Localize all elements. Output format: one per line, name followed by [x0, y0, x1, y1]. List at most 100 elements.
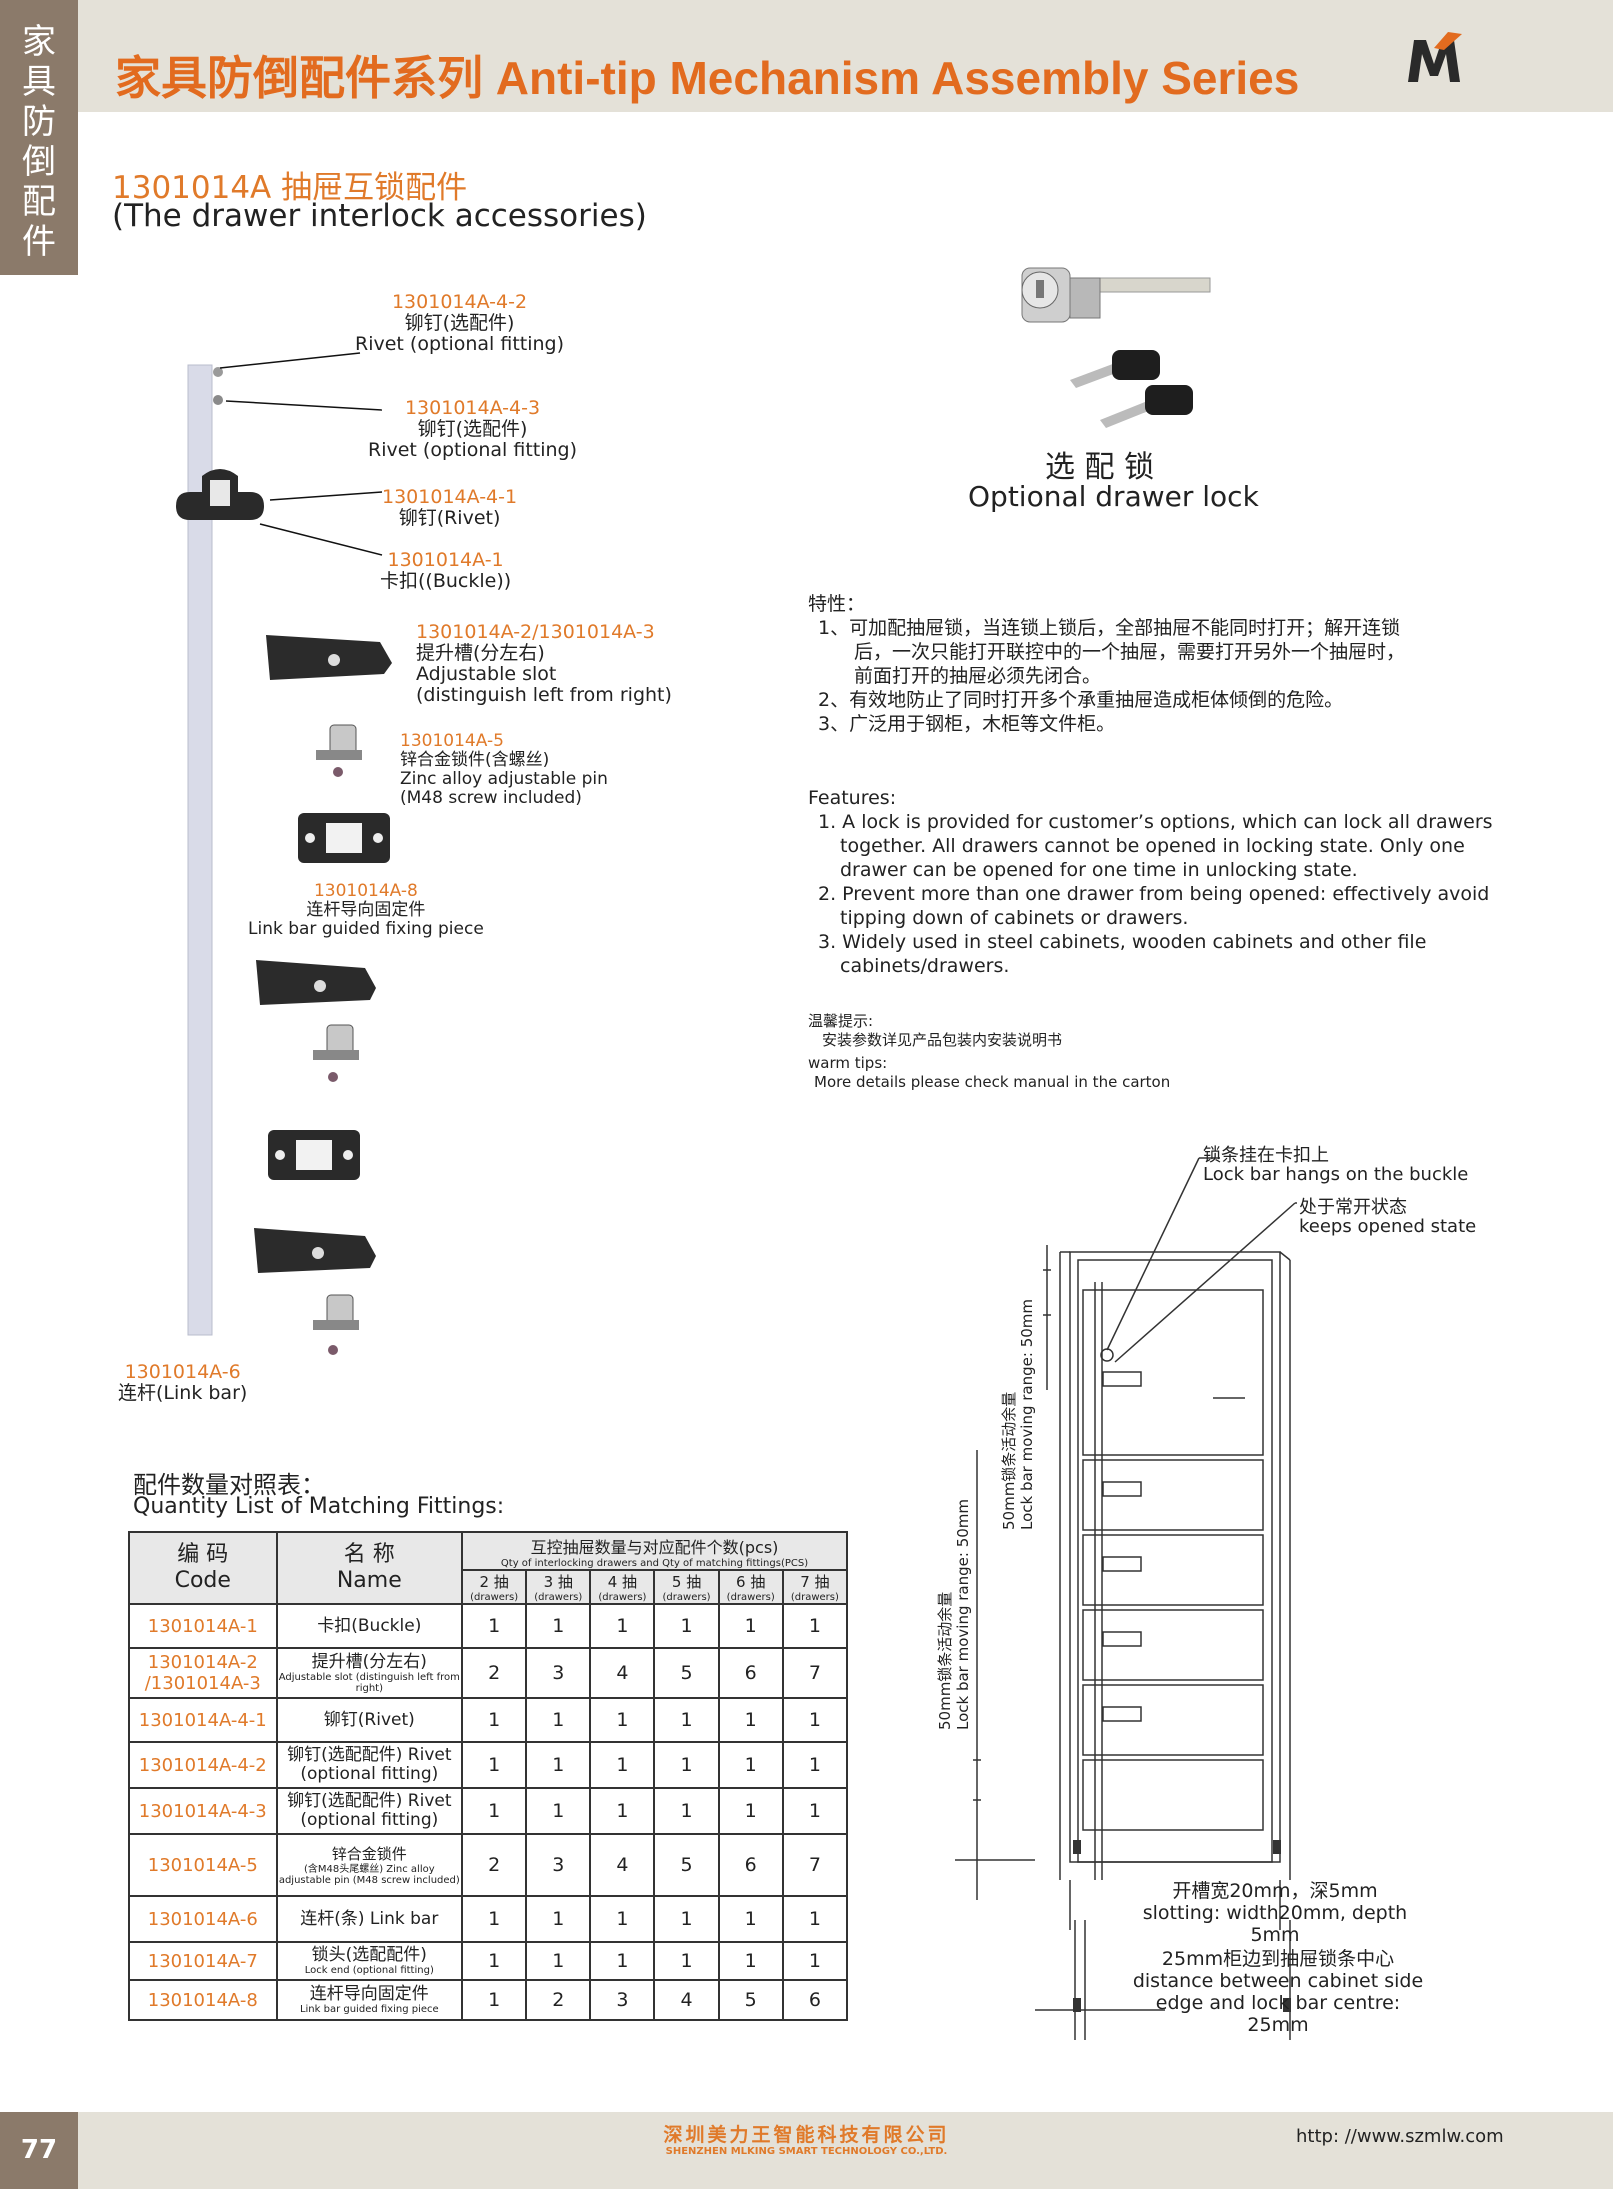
- side-tab-char: 件: [22, 222, 56, 262]
- cell-code: 1301014A-4-3: [128, 1787, 278, 1835]
- cell-code: 1301014A-2 /1301014A-3: [128, 1647, 278, 1699]
- company-name-cn: 深圳美力王智能科技有限公司: [663, 2124, 950, 2146]
- cell-qty: 1: [589, 1603, 656, 1649]
- cell-qty: 3: [525, 1833, 592, 1897]
- cell-qty: 1: [717, 1603, 784, 1649]
- cell-qty: 1: [653, 1741, 720, 1789]
- product-subtitle: (The drawer interlock accessories): [112, 198, 647, 234]
- cell-qty: 3: [589, 1979, 656, 2021]
- cell-qty: 1: [589, 1941, 656, 1981]
- cell-qty: 4: [589, 1833, 656, 1897]
- cell-qty: 1: [717, 1697, 784, 1743]
- table-row: 1301014A-2 /1301014A-3 提升槽(分左右)Adjustabl…: [128, 1647, 849, 1699]
- cell-qty: 5: [653, 1833, 720, 1897]
- cell-qty: 1: [461, 1941, 528, 1981]
- cell-name: 锁头(选配配件)Lock end (optional fitting): [275, 1941, 464, 1981]
- cell-qty: 1: [525, 1697, 592, 1743]
- side-tab-char: 倒: [22, 142, 56, 182]
- cell-qty: 2: [461, 1833, 528, 1897]
- cell-qty: 1: [653, 1697, 720, 1743]
- cell-qty: 1: [461, 1979, 528, 2021]
- cell-name: 卡扣(Buckle): [275, 1603, 464, 1649]
- side-tab-char: 具: [22, 62, 56, 102]
- link-bar: [187, 364, 213, 1336]
- cell-qty: 1: [781, 1941, 849, 1981]
- page-title: 家具防倒配件系列 Anti-tip Mechanism Assembly Ser…: [115, 52, 1300, 104]
- drawer-lock-image: [1021, 267, 1211, 428]
- buckle-hole: [210, 480, 230, 506]
- cell-qty: 1: [589, 1787, 656, 1835]
- table-row: 1301014A-6 连杆(条) Link bar 1 1 1 1 1 1: [128, 1895, 849, 1943]
- col-drawers: 6 抽(drawers): [717, 1569, 784, 1605]
- cell-qty: 1: [525, 1941, 592, 1981]
- header-bar: [0, 0, 1613, 112]
- website-link[interactable]: http: //www.szmlw.com: [1296, 2126, 1504, 2147]
- cell-code: 1301014A-5: [128, 1833, 278, 1897]
- cell-qty: 1: [653, 1603, 720, 1649]
- footer-bar: [0, 2112, 1613, 2189]
- cell-qty: 4: [653, 1979, 720, 2021]
- fixing-piece-part: [268, 1130, 360, 1180]
- rivet-second: [213, 395, 223, 405]
- cell-qty: 2: [525, 1979, 592, 2021]
- cell-code: 1301014A-1: [128, 1603, 278, 1649]
- cell-qty: 7: [781, 1647, 849, 1699]
- cabinet-diagram: [955, 1157, 1297, 2040]
- table-row: 1301014A-4-3 铆钉(选配配件) Rivet (optional fi…: [128, 1787, 849, 1835]
- zinc-pin-part: [313, 1294, 359, 1355]
- cell-qty: 6: [717, 1647, 784, 1699]
- table-row: 1301014A-5 锌合金锁件(含M48头尾螺丝) Zinc alloy ad…: [128, 1833, 849, 1897]
- table-row: 1301014A-7 锁头(选配配件)Lock end (optional fi…: [128, 1941, 849, 1981]
- col-drawers: 2 抽(drawers): [461, 1569, 528, 1605]
- cell-qty: 7: [781, 1833, 849, 1897]
- cell-qty: 1: [589, 1697, 656, 1743]
- cell-qty: 1: [717, 1741, 784, 1789]
- cell-qty: 1: [461, 1741, 528, 1789]
- table-row: 1301014A-4-1 铆钉(Rivet) 1 1 1 1 1 1: [128, 1697, 849, 1743]
- cell-name: 铆钉(选配配件) Rivet (optional fitting): [275, 1787, 464, 1835]
- mlking-logo-icon: [1408, 32, 1462, 82]
- adjustable-slot-part: [254, 1228, 376, 1273]
- table-title-en: Quantity List of Matching Fittings:: [133, 1494, 505, 1519]
- lock-title-en: Optional drawer lock: [968, 480, 1259, 513]
- cell-qty: 5: [717, 1979, 784, 2021]
- cell-qty: 5: [653, 1647, 720, 1699]
- cell-qty: 6: [781, 1979, 849, 2021]
- cell-qty: 1: [589, 1895, 656, 1943]
- cell-name: 铆钉(选配配件) Rivet (optional fitting): [275, 1741, 464, 1789]
- cell-qty: 1: [781, 1787, 849, 1835]
- product-title: 1301014A 抽屉互锁配件: [112, 170, 468, 206]
- table-drawers-row: 2 抽(drawers) 3 抽(drawers) 4 抽(drawers) 5…: [129, 1569, 849, 1605]
- cell-name: 提升槽(分左右)Adjustable slot (distinguish lef…: [275, 1647, 464, 1699]
- cell-code: 1301014A-6: [128, 1895, 278, 1943]
- cell-qty: 1: [717, 1787, 784, 1835]
- col-drawers: 3 抽(drawers): [525, 1569, 592, 1605]
- cell-qty: 3: [525, 1647, 592, 1699]
- cell-qty: 1: [525, 1787, 592, 1835]
- fixing-piece-part: [298, 813, 390, 863]
- cell-qty: 1: [653, 1895, 720, 1943]
- cell-qty: 1: [781, 1741, 849, 1789]
- cell-qty: 1: [717, 1895, 784, 1943]
- cell-qty: 1: [589, 1741, 656, 1789]
- features-cn: 特性： 1、可加配抽屉锁，当连锁上锁后，全部抽屉不能同时打开；解开连锁 后，一次…: [808, 593, 1406, 735]
- company-name-en: SHENZHEN MLKING SMART TECHNOLOGY CO.,LTD…: [665, 2146, 948, 2157]
- cell-qty: 2: [461, 1647, 528, 1699]
- cell-qty: 6: [717, 1833, 784, 1897]
- table-title-cn: 配件数量对照表：: [133, 1471, 325, 1499]
- side-category-tab: 家 具 防 倒 配 件: [0, 0, 78, 275]
